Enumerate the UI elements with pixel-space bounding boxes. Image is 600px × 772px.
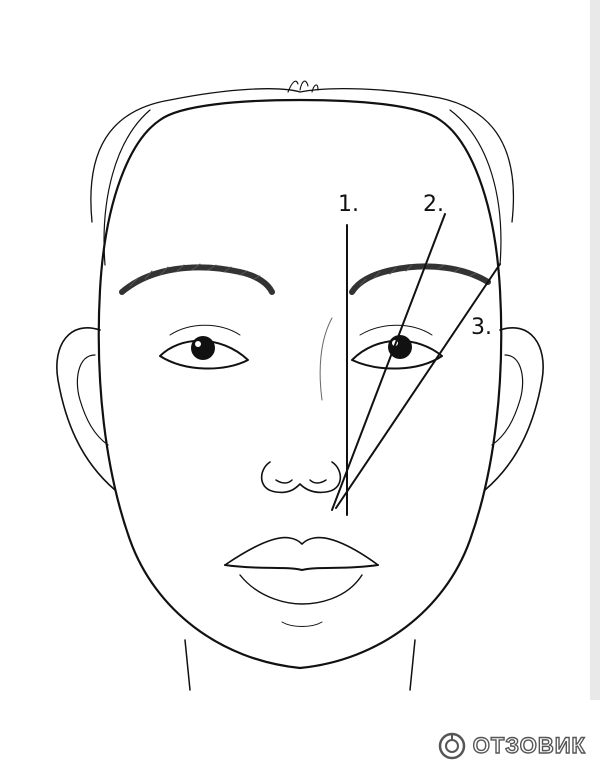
left-eyebrow bbox=[119, 264, 275, 295]
right-eyebrow bbox=[349, 263, 491, 295]
right-nostril bbox=[309, 479, 327, 484]
hair-right-strand bbox=[449, 109, 502, 266]
right-ear bbox=[484, 327, 544, 491]
left-nostril bbox=[275, 479, 293, 484]
right-ear-inner bbox=[491, 354, 524, 446]
nose bbox=[260, 461, 342, 494]
lip-line bbox=[224, 564, 379, 571]
right-eye-lid-crease bbox=[359, 324, 433, 336]
face-outline bbox=[97, 98, 503, 670]
neck-left bbox=[184, 639, 191, 691]
label-line-3: 3. bbox=[471, 315, 492, 340]
hair-outline bbox=[90, 88, 515, 223]
edge-strip bbox=[590, 0, 600, 700]
lower-lip bbox=[239, 574, 363, 605]
otzovik-logo-icon bbox=[438, 732, 465, 760]
chin-line bbox=[281, 621, 323, 627]
upper-lip bbox=[224, 536, 379, 566]
left-ear-inner bbox=[76, 354, 109, 446]
left-eye bbox=[159, 339, 249, 370]
left-eye-lid-crease bbox=[169, 324, 241, 336]
measure-line-3 bbox=[335, 263, 501, 509]
label-line-1: 1. bbox=[338, 192, 359, 217]
nose-bridge bbox=[319, 317, 333, 401]
left-ear bbox=[56, 327, 116, 491]
label-line-2: 2. bbox=[423, 192, 444, 217]
watermark-text: ОТЗОВИК bbox=[472, 732, 586, 758]
measure-line-2 bbox=[331, 213, 446, 511]
left-eyebrow-texture bbox=[129, 263, 261, 287]
left-eye-highlight bbox=[195, 341, 201, 347]
right-eye bbox=[351, 339, 443, 370]
hair-tuft bbox=[287, 80, 319, 93]
hair-left-strand bbox=[103, 109, 151, 266]
watermark: ОТЗОВИК bbox=[437, 730, 586, 762]
neck-right bbox=[409, 639, 416, 691]
left-pupil bbox=[191, 336, 215, 360]
